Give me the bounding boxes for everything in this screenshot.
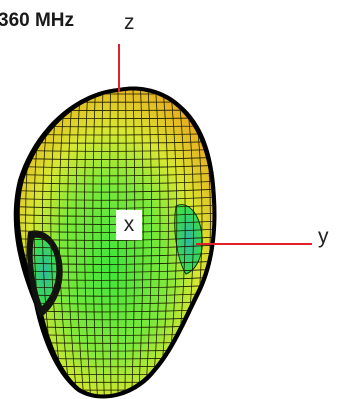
x-axis-label: x <box>116 210 142 240</box>
mesh-longitude-line <box>92 90 98 395</box>
mesh-longitude-line <box>144 90 152 395</box>
z-axis-label: z <box>124 11 135 34</box>
mesh-longitude-line <box>138 90 144 395</box>
mesh-longitude-line <box>58 90 71 395</box>
mesh-longitude-line <box>151 90 161 395</box>
mesh-longitude-line <box>100 90 105 395</box>
mesh-longitude-line <box>109 90 112 395</box>
mesh-longitude-line <box>75 90 85 395</box>
pattern-surface <box>19 90 213 395</box>
mesh-longitude-line <box>124 90 127 395</box>
y-axis-label: y <box>318 225 329 248</box>
mesh-longitude-line <box>67 90 78 395</box>
frequency-label: 360 MHz <box>0 10 75 31</box>
mesh-longitude-line <box>131 90 136 395</box>
mesh-longitude-line <box>84 90 92 395</box>
mesh-latitude-line <box>19 179 213 185</box>
